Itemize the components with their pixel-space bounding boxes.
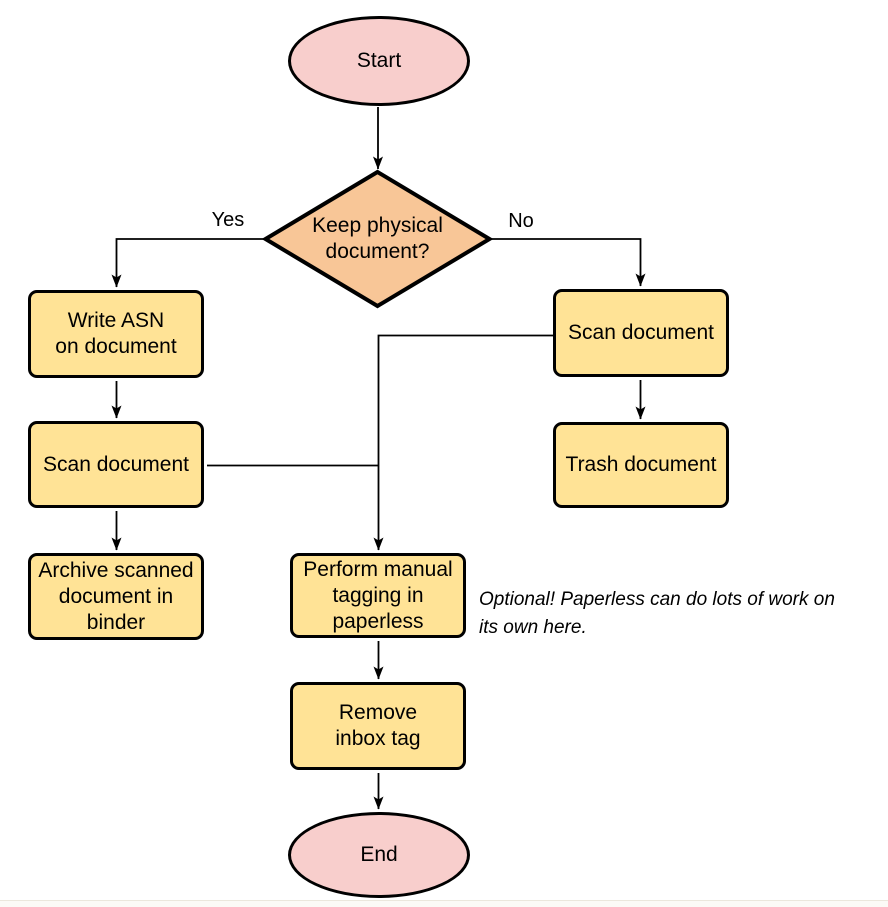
node-decision-label: Keep physical document? [312,214,443,263]
edge-label-yes: Yes [211,209,245,231]
edge-scan-right-to-tagging [373,334,553,551]
note-optional: Optional! Paperless can do lots of work … [479,589,835,638]
edge-decision-yes-to-write-asn [111,238,265,288]
node-end: End [288,812,470,898]
node-end-label: End [360,843,398,866]
node-trash: Trash document [553,422,729,508]
node-scan-right-label: Scan document [568,321,714,344]
canvas-bottom-edge [0,900,888,901]
node-tagging-label: Perform manual tagging in paperless [303,557,453,633]
node-trash-label: Trash document [565,453,717,476]
node-archive: Archive scanned document in binder [28,553,204,640]
node-decision-shape [261,169,494,309]
canvas-bottom-strip [0,901,888,907]
edge-label-no: No [508,210,534,232]
node-archive-label: Archive scanned document in binder [38,558,194,634]
edge-decision-no-to-scan-right [490,238,646,287]
node-tagging: Perform manual tagging in paperless [290,553,466,638]
node-remove-inbox-label: Remove inbox tag [335,701,421,750]
node-write-asn-label: Write ASN on document [55,309,177,358]
node-remove-inbox: Remove inbox tag [290,682,466,770]
node-start: Start [288,16,470,106]
node-write-asn: Write ASN on document [28,290,204,378]
node-scan-right: Scan document [553,289,729,377]
node-start-label: Start [356,49,402,72]
node-scan-left-label: Scan document [43,452,189,476]
node-scan-left: Scan document [28,421,204,508]
